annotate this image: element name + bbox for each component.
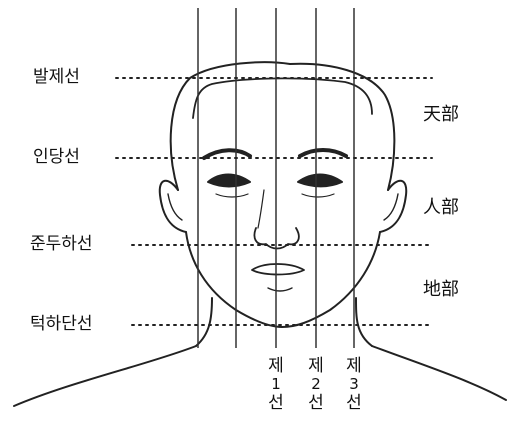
right-eye	[297, 173, 343, 188]
vertical-label-2-number: 2	[311, 375, 321, 393]
vertical-label-1-suffix: 선	[268, 393, 284, 413]
nose	[253, 227, 300, 250]
label-chin: 턱하단선	[30, 314, 93, 334]
zone-lower: 地部	[423, 279, 459, 300]
label-nose-tip: 준두하선	[30, 234, 93, 254]
vertical-label-1: 제 1 선	[265, 356, 287, 413]
hairline	[192, 77, 373, 119]
left-eyebrow	[202, 148, 252, 160]
vertical-label-3-suffix: 선	[346, 393, 362, 413]
label-hairline: 발제선	[33, 67, 80, 87]
vertical-label-1-word: 제	[268, 356, 284, 376]
label-glabella: 인당선	[33, 147, 80, 167]
mouth	[251, 263, 305, 276]
vertical-label-1-number: 1	[271, 375, 281, 393]
vertical-label-3: 제 3 선	[343, 356, 365, 413]
right-ear	[379, 179, 408, 233]
zone-middle: 人部	[423, 197, 459, 218]
shoulder-left	[13, 345, 197, 407]
vertical-label-2: 제 2 선	[305, 356, 327, 413]
vertical-label-3-word: 제	[346, 356, 362, 376]
left-eye	[207, 173, 251, 188]
head-outline	[169, 61, 396, 191]
vertical-label-2-word: 제	[308, 356, 324, 376]
vertical-label-2-suffix: 선	[308, 393, 324, 413]
left-ear	[158, 179, 187, 233]
vertical-label-3-number: 3	[349, 375, 359, 393]
neck-right	[355, 297, 373, 347]
shoulder-right	[371, 345, 507, 401]
jaw-outline	[185, 231, 381, 328]
right-eyebrow	[298, 148, 348, 158]
zone-upper: 天部	[423, 104, 459, 125]
